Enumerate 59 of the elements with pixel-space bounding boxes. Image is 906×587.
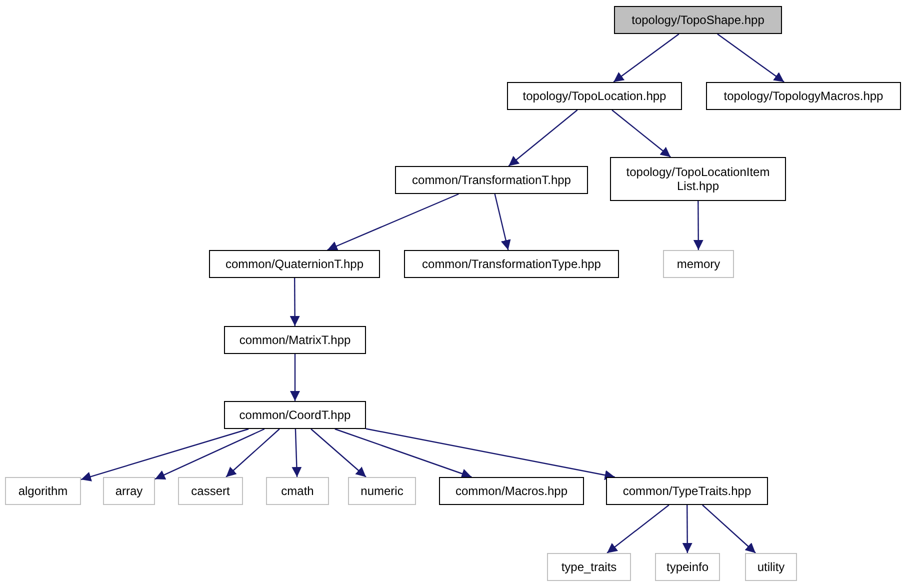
file-name: common/CoordT.hpp [239,408,351,422]
file-name: algorithm [18,484,68,498]
external-header-box [547,553,631,581]
header-file-box [224,401,366,429]
arrow [154,428,265,480]
external-header-box [655,553,720,581]
arrow [310,428,366,478]
arrow [682,505,692,553]
file-name: common/TransformationT.hpp [412,173,571,187]
arrow [226,428,280,478]
file-name: common/TransformationType.hpp [422,257,601,271]
header-file-box [395,166,588,194]
external-header-box [348,477,416,505]
file-name: type_traits [561,560,617,574]
arrow [327,193,459,251]
header-file-box [439,477,584,505]
external-header-box [663,250,734,278]
file-name: utility [757,560,785,574]
arrow [80,428,249,482]
arrow [290,278,300,326]
file-name: memory [676,257,720,271]
external-header-box [178,477,243,505]
arrow [334,428,472,478]
arrow [606,504,670,554]
header-file-box [606,477,768,505]
arrow [494,194,511,250]
file-name: common/Macros.hpp [455,484,568,498]
arrow [612,110,671,158]
external-header-box [266,477,329,505]
file-name: topology/TopoShape.hpp [632,13,764,27]
arrow [366,428,615,480]
external-header-box [5,477,81,505]
arrow [290,354,300,401]
header-file-box [507,82,682,110]
arrow [702,504,756,554]
header-file-box [224,326,366,354]
file-name: topology/TopoLocationItem List.hpp [625,165,771,193]
header-file-box [610,157,786,201]
file-name: common/TypeTraits.hpp [622,484,752,498]
file-name: numeric [360,484,404,498]
external-header-box [103,477,155,505]
header-file-box [209,250,380,278]
header-file-box [404,250,619,278]
file-name: cassert [191,484,230,498]
file-name: array [115,484,143,498]
header-file-box [706,82,901,110]
header-file-box [614,6,782,34]
file-name: topology/TopoLocation.hpp [522,89,666,103]
external-header-box [745,553,797,581]
file-name: common/MatrixT.hpp [239,333,351,347]
file-name: common/QuaternionT.hpp [225,257,364,271]
file-name: typeinfo [666,560,709,574]
arrow [717,34,784,82]
file-name: topology/TopologyMacros.hpp [724,89,884,103]
arrow [508,110,578,166]
arrow [693,201,704,250]
arrow [613,34,680,82]
file-name: cmath [281,484,314,498]
arrow [292,428,302,478]
